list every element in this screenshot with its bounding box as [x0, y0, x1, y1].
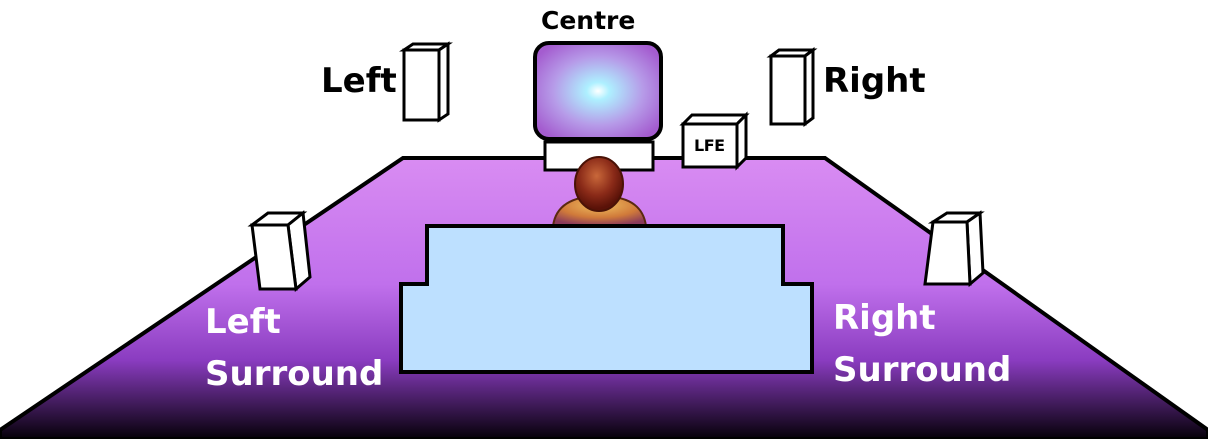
right-label: Right — [823, 64, 926, 98]
right-speaker — [771, 50, 813, 124]
left-speaker — [404, 44, 448, 120]
lfe-label: LFE — [694, 138, 725, 154]
left-surround-label-line2: Surround — [205, 357, 383, 391]
left-label: Left — [321, 64, 397, 98]
right-surround-label-line1: Right — [833, 301, 936, 335]
right-surround-speaker — [925, 213, 983, 284]
left-surround-speaker — [252, 213, 310, 289]
sofa — [401, 226, 812, 372]
left-surround-label-line1: Left — [205, 305, 281, 339]
centre-label: Centre — [541, 8, 635, 33]
right-surround-label-line2: Surround — [833, 353, 1011, 387]
centre-screen — [535, 43, 661, 139]
